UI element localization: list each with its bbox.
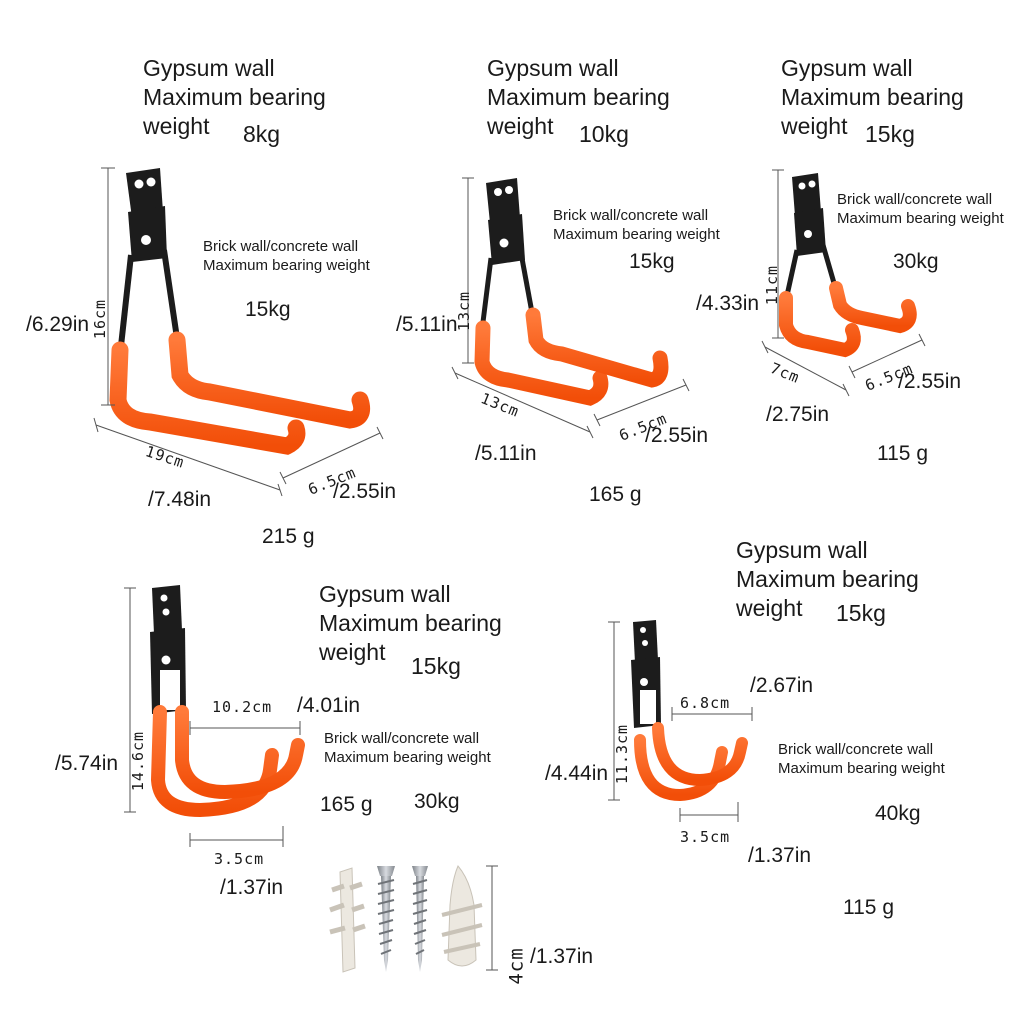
hook3-height-in: /4.33in [696, 292, 760, 315]
hook2-brick-label: Brick wall/concrete wall [553, 207, 709, 224]
hook4-depth-cm: 10.2cm [212, 698, 273, 716]
hook2-brick-label-2: Maximum bearing weight [553, 226, 720, 243]
hook5-brick-label-2: Maximum bearing weight [778, 760, 945, 777]
hook3-brick-weight: 30kg [893, 250, 939, 273]
hook1-mass: 215 g [262, 525, 315, 548]
gypsum-label: Gypsum wall [781, 55, 913, 81]
hook1-brick-label-2: Maximum bearing weight [203, 257, 370, 274]
hook4-width-cm: 3.5cm [214, 850, 265, 868]
hook1-drawing [93, 167, 384, 497]
hook4-mass: 165 g [320, 793, 373, 816]
gypsum-label: Gypsum wall [487, 55, 619, 81]
gypsum-weight-value: 15kg [836, 600, 886, 626]
screw-icon [412, 866, 428, 972]
hook5-width-cm: 3.5cm [680, 828, 731, 846]
hook1-height-in: /6.29in [26, 313, 90, 336]
screw-length-cm: 4cm [505, 947, 528, 985]
max-bearing-label: Maximum bearing [781, 84, 964, 110]
hook5-height-in: /4.44in [545, 762, 609, 785]
weight-label: weight [143, 113, 210, 139]
hook5-width-in: /1.37in [748, 844, 812, 867]
hook3-drawing [761, 169, 926, 397]
hook3-length-in: /2.75in [766, 403, 830, 426]
drywall-anchor-icon [441, 865, 483, 967]
gypsum-weight-value: 10kg [579, 121, 629, 147]
weight-label: weight [781, 113, 848, 139]
hook1-brick-label: Brick wall/concrete wall [203, 238, 359, 255]
hook1-length-in: /7.48in [148, 488, 212, 511]
hook2-length-in: /5.11in [475, 442, 537, 465]
hook5-brick-label: Brick wall/concrete wall [778, 741, 934, 758]
hook3-brick-label-2: Maximum bearing weight [837, 210, 1004, 227]
weight-label: weight [487, 113, 554, 139]
hook5-depth-cm: 6.8cm [680, 694, 731, 712]
weight-label: weight [736, 595, 803, 621]
hook2-mass: 165 g [589, 483, 642, 506]
hook4-brick-label-2: Maximum bearing weight [324, 749, 491, 766]
hook5-drawing [608, 620, 753, 822]
max-bearing-label: Maximum bearing [143, 84, 326, 110]
hook1-height-cm: 16cm [91, 298, 110, 340]
hook4-brick-weight: 30kg [414, 790, 460, 813]
hook5-brick-weight: 40kg [875, 802, 921, 825]
hook4-width-in: /1.37in [220, 876, 284, 899]
hook1-width-in: /2.55in [333, 480, 397, 503]
gypsum-weight-value: 8kg [243, 121, 281, 147]
gypsum-weight-value: 15kg [411, 653, 461, 679]
max-bearing-label: Maximum bearing [736, 566, 919, 592]
hook2-height-in: /5.11in [396, 313, 458, 336]
hook3-width-in: /2.55in [898, 370, 962, 393]
screw-icon [377, 866, 395, 972]
hook2-width-in: /2.55in [645, 424, 709, 447]
hook5-height-cm: 11.3cm [613, 723, 632, 785]
hook5-depth-in: /2.67in [750, 674, 814, 697]
hook4-brick-label: Brick wall/concrete wall [324, 730, 480, 747]
gypsum-label: Gypsum wall [319, 581, 451, 607]
hook2-brick-weight: 15kg [629, 250, 675, 273]
hook2-height-cm: 13cm [455, 290, 474, 332]
hook1-brick-weight: 15kg [245, 298, 291, 321]
hook5-mass: 115 g [843, 896, 894, 919]
weight-label: weight [319, 639, 386, 665]
hook2-drawing [451, 177, 690, 439]
max-bearing-label: Maximum bearing [319, 610, 502, 636]
gypsum-label: Gypsum wall [143, 55, 275, 81]
hook3-brick-label: Brick wall/concrete wall [837, 191, 993, 208]
max-bearing-label: Maximum bearing [487, 84, 670, 110]
hook4-height-in: /5.74in [55, 752, 119, 775]
hook4-depth-in: /4.01in [297, 694, 361, 717]
gypsum-label: Gypsum wall [736, 537, 868, 563]
expansion-anchor-icon [329, 867, 366, 973]
hook3-height-cm: 11cm [763, 264, 782, 306]
hook4-drawing [124, 585, 305, 847]
hook3-mass: 115 g [877, 442, 928, 465]
gypsum-weight-value: 15kg [865, 121, 915, 147]
hook4-height-cm: 14.6cm [129, 730, 148, 792]
screw-length-in: /1.37in [530, 945, 594, 968]
screws-and-anchors [329, 865, 498, 973]
